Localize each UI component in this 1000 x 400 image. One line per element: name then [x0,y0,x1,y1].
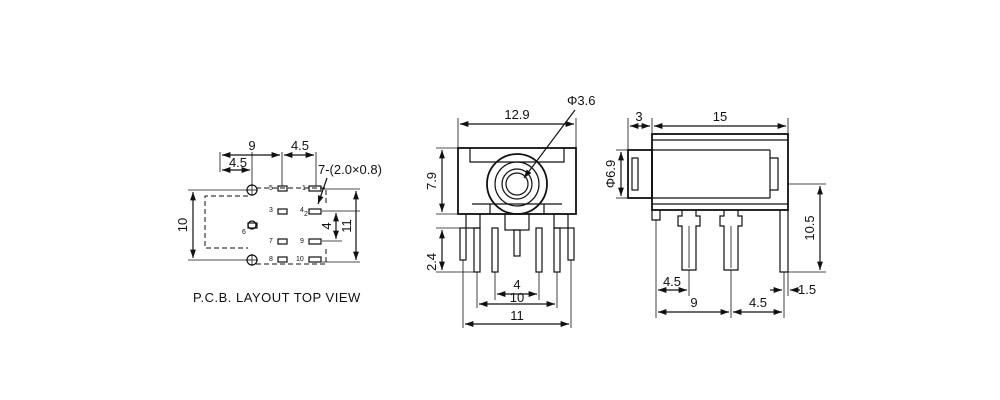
pcb-pin-8: 8 [269,256,273,263]
side-dim-4-5-right: 4.5 [749,295,767,310]
pcb-pin-3: 3 [269,207,273,214]
pcb-pin-5: 5 [269,185,273,192]
front-dim-4: 4 [513,277,520,292]
pcb-pin-10: 10 [296,256,304,263]
front-dim-2-4: 2.4 [424,253,439,271]
pcb-pin-1: 1 [302,185,306,192]
pcb-dim-4: 4 [319,222,334,229]
pcb-dim-11: 11 [339,219,354,233]
front-dim-11: 11 [510,308,524,323]
pcb-dim-9: 9 [248,138,255,153]
pcb-pin-4: 4 [300,207,304,214]
side-dim-4-5-left: 4.5 [663,274,681,289]
front-dim-10: 10 [510,290,524,305]
pcb-dim-4-5-right: 4.5 [291,138,309,153]
pcb-pin-9: 9 [300,238,304,245]
pcb-dim-10: 10 [175,218,190,232]
pcb-pin-7: 7 [269,238,273,245]
pcb-dim-4-5-left: 4.5 [229,155,247,170]
side-dim-1-5: 1.5 [798,282,816,297]
front-dim-7-9: 7.9 [424,172,439,190]
side-dim-15: 15 [713,109,727,124]
side-dim-9: 9 [690,295,697,310]
front-dim-12-9: 12.9 [504,107,529,122]
side-view: 3 15 Φ6.9 10.5 [603,109,826,318]
pcb-hole-note: 7-(2.0×0.8) [318,162,382,177]
side-dim-dia: Φ6.9 [603,160,618,188]
pcb-caption: P.C.B. LAYOUT TOP VIEW [193,290,361,305]
pcb-layout-view: 9 4.5 4.5 7-(2.0×0.8) 10 [175,138,382,305]
front-view: 12.9 Φ3.6 7.9 2.4 [424,93,595,328]
front-dim-hole: Φ3.6 [567,93,595,108]
pcb-pin-2: 2 [304,211,308,218]
side-dim-10-5: 10.5 [802,215,817,240]
pcb-pin-6: 6 [242,229,246,236]
side-dim-3: 3 [635,109,642,124]
